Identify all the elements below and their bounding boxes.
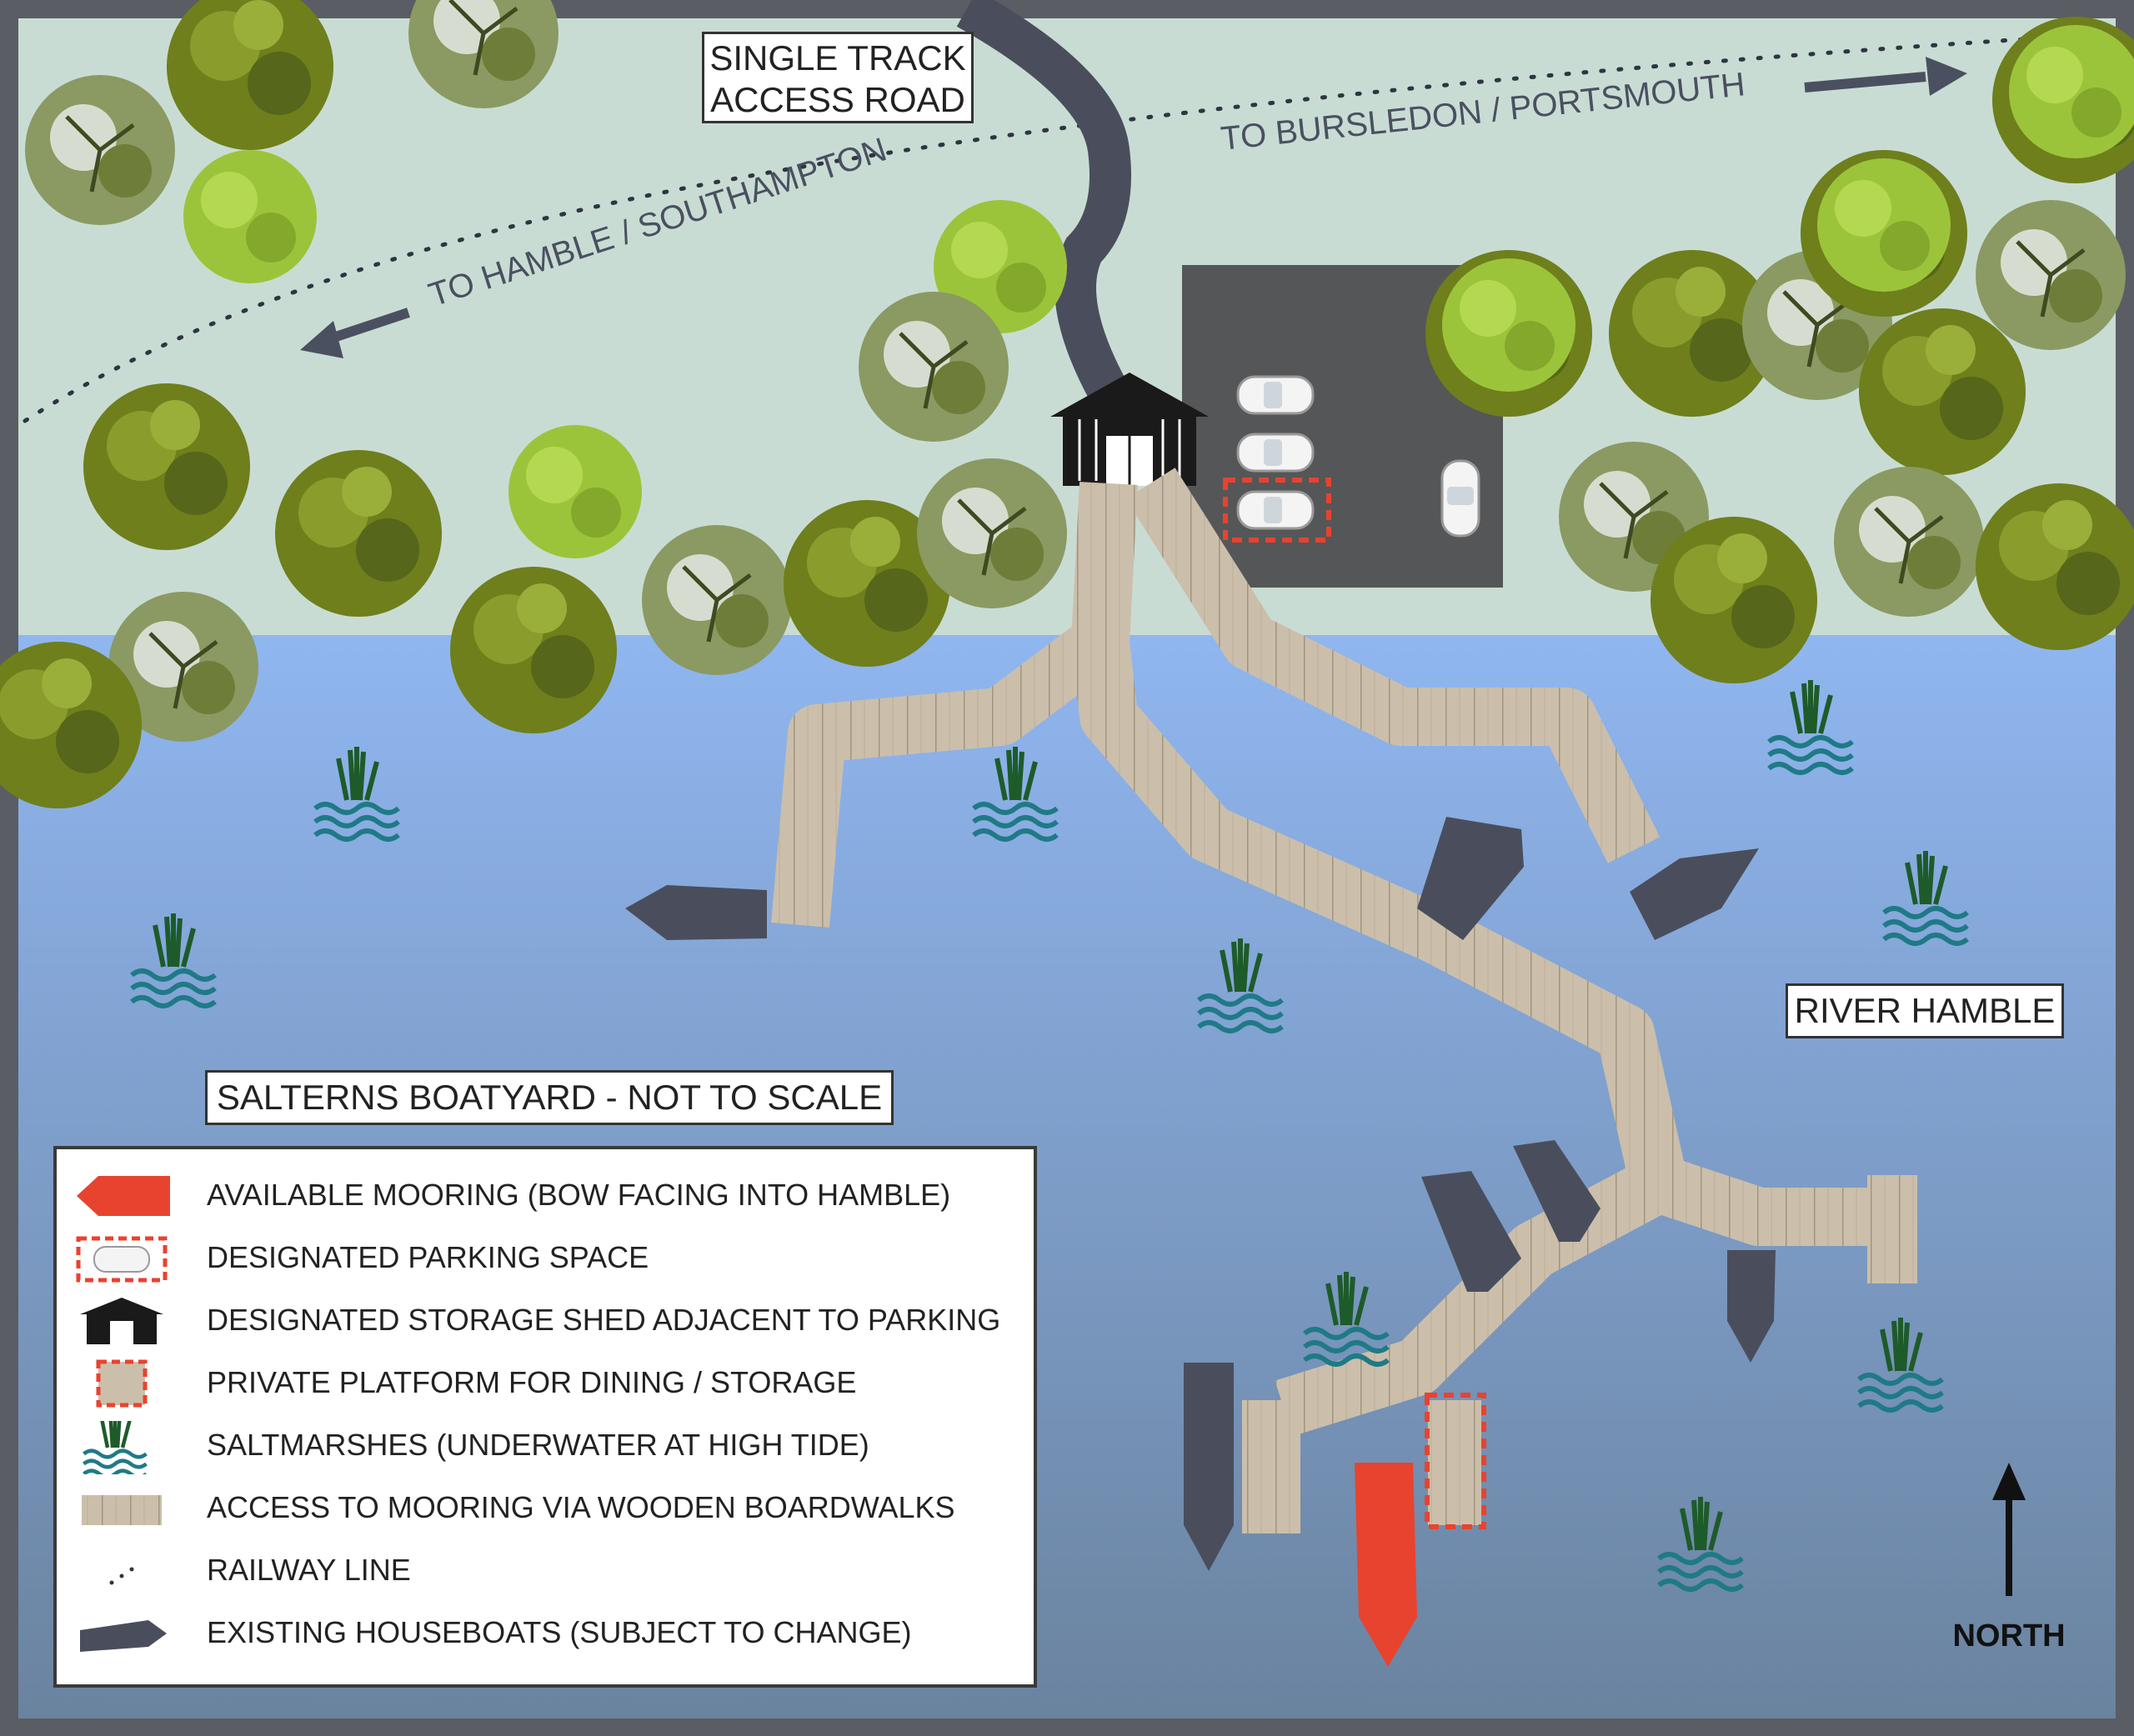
river-label: RIVER HAMBLE [1786, 983, 2064, 1038]
access-road [956, 0, 1131, 402]
designated-parking-space [1223, 478, 1331, 543]
legend-text: AVAILABLE MOORING (BOW FACING INTO HAMBL… [207, 1178, 951, 1212]
private-platform-icon [96, 1359, 148, 1408]
legend-text: RAILWAY LINE [207, 1553, 411, 1587]
boardwalk-icon [82, 1495, 162, 1525]
legend: AVAILABLE MOORING (BOW FACING INTO HAMBL… [53, 1146, 1037, 1688]
legend-row: RAILWAY LINE [57, 1541, 1034, 1601]
legend-text: ACCESS TO MOORING VIA WOODEN BOARDWALKS [207, 1490, 955, 1524]
car-icon [1236, 433, 1315, 473]
east-arrow-icon [1804, 57, 1967, 96]
car-icon [1236, 375, 1315, 415]
legend-text: DESIGNATED PARKING SPACE [207, 1240, 649, 1274]
north-label: NORTH [1952, 1618, 2065, 1653]
car-icon [1440, 459, 1480, 538]
legend-text: SALTMARSHES (UNDERWATER AT HIGH TIDE) [207, 1428, 869, 1462]
access-road-label-line1: SINGLE TRACK [709, 38, 966, 78]
map-title: SALTERNS BOATYARD - NOT TO SCALE [205, 1070, 894, 1125]
legend-row: ACCESS TO MOORING VIA WOODEN BOARDWALKS [57, 1478, 1034, 1538]
storage-shed-icon [80, 1298, 163, 1344]
legend-row: EXISTING HOUSEBOATS (SUBJECT TO CHANGE) [57, 1603, 1034, 1663]
boardwalks [771, 468, 1917, 1533]
houseboat-icon [80, 1620, 167, 1652]
available-mooring-icon [77, 1176, 170, 1216]
legend-row: SALTMARSHES (UNDERWATER AT HIGH TIDE) [57, 1416, 1034, 1476]
access-road-label: SINGLE TRACK ACCESS ROAD [702, 32, 974, 123]
north-arrow-icon [1992, 1463, 2026, 1596]
saltmarsh-icon [73, 1421, 173, 1474]
access-road-label-line2: ACCESS ROAD [710, 80, 965, 119]
legend-text: DESIGNATED STORAGE SHED ADJACENT TO PARK… [207, 1303, 1001, 1337]
car-icon [1236, 490, 1315, 530]
legend-text: PRIVATE PLATFORM FOR DINING / STORAGE [207, 1365, 857, 1399]
west-arrow-icon [300, 308, 410, 358]
legend-row: DESIGNATED STORAGE SHED ADJACENT TO PARK… [57, 1291, 1034, 1351]
private-platform [1425, 1393, 1486, 1529]
railway-icon [109, 1567, 134, 1585]
houseboats [625, 817, 1776, 1571]
legend-text: EXISTING HOUSEBOATS (SUBJECT TO CHANGE) [207, 1615, 912, 1649]
legend-row: AVAILABLE MOORING (BOW FACING INTO HAMBL… [57, 1166, 1034, 1226]
legend-row: PRIVATE PLATFORM FOR DINING / STORAGE [57, 1353, 1034, 1413]
available-mooring [1355, 1463, 1417, 1667]
parking-space-icon [76, 1236, 168, 1283]
legend-row: DESIGNATED PARKING SPACE [57, 1228, 1034, 1288]
railway-line [23, 31, 2120, 423]
